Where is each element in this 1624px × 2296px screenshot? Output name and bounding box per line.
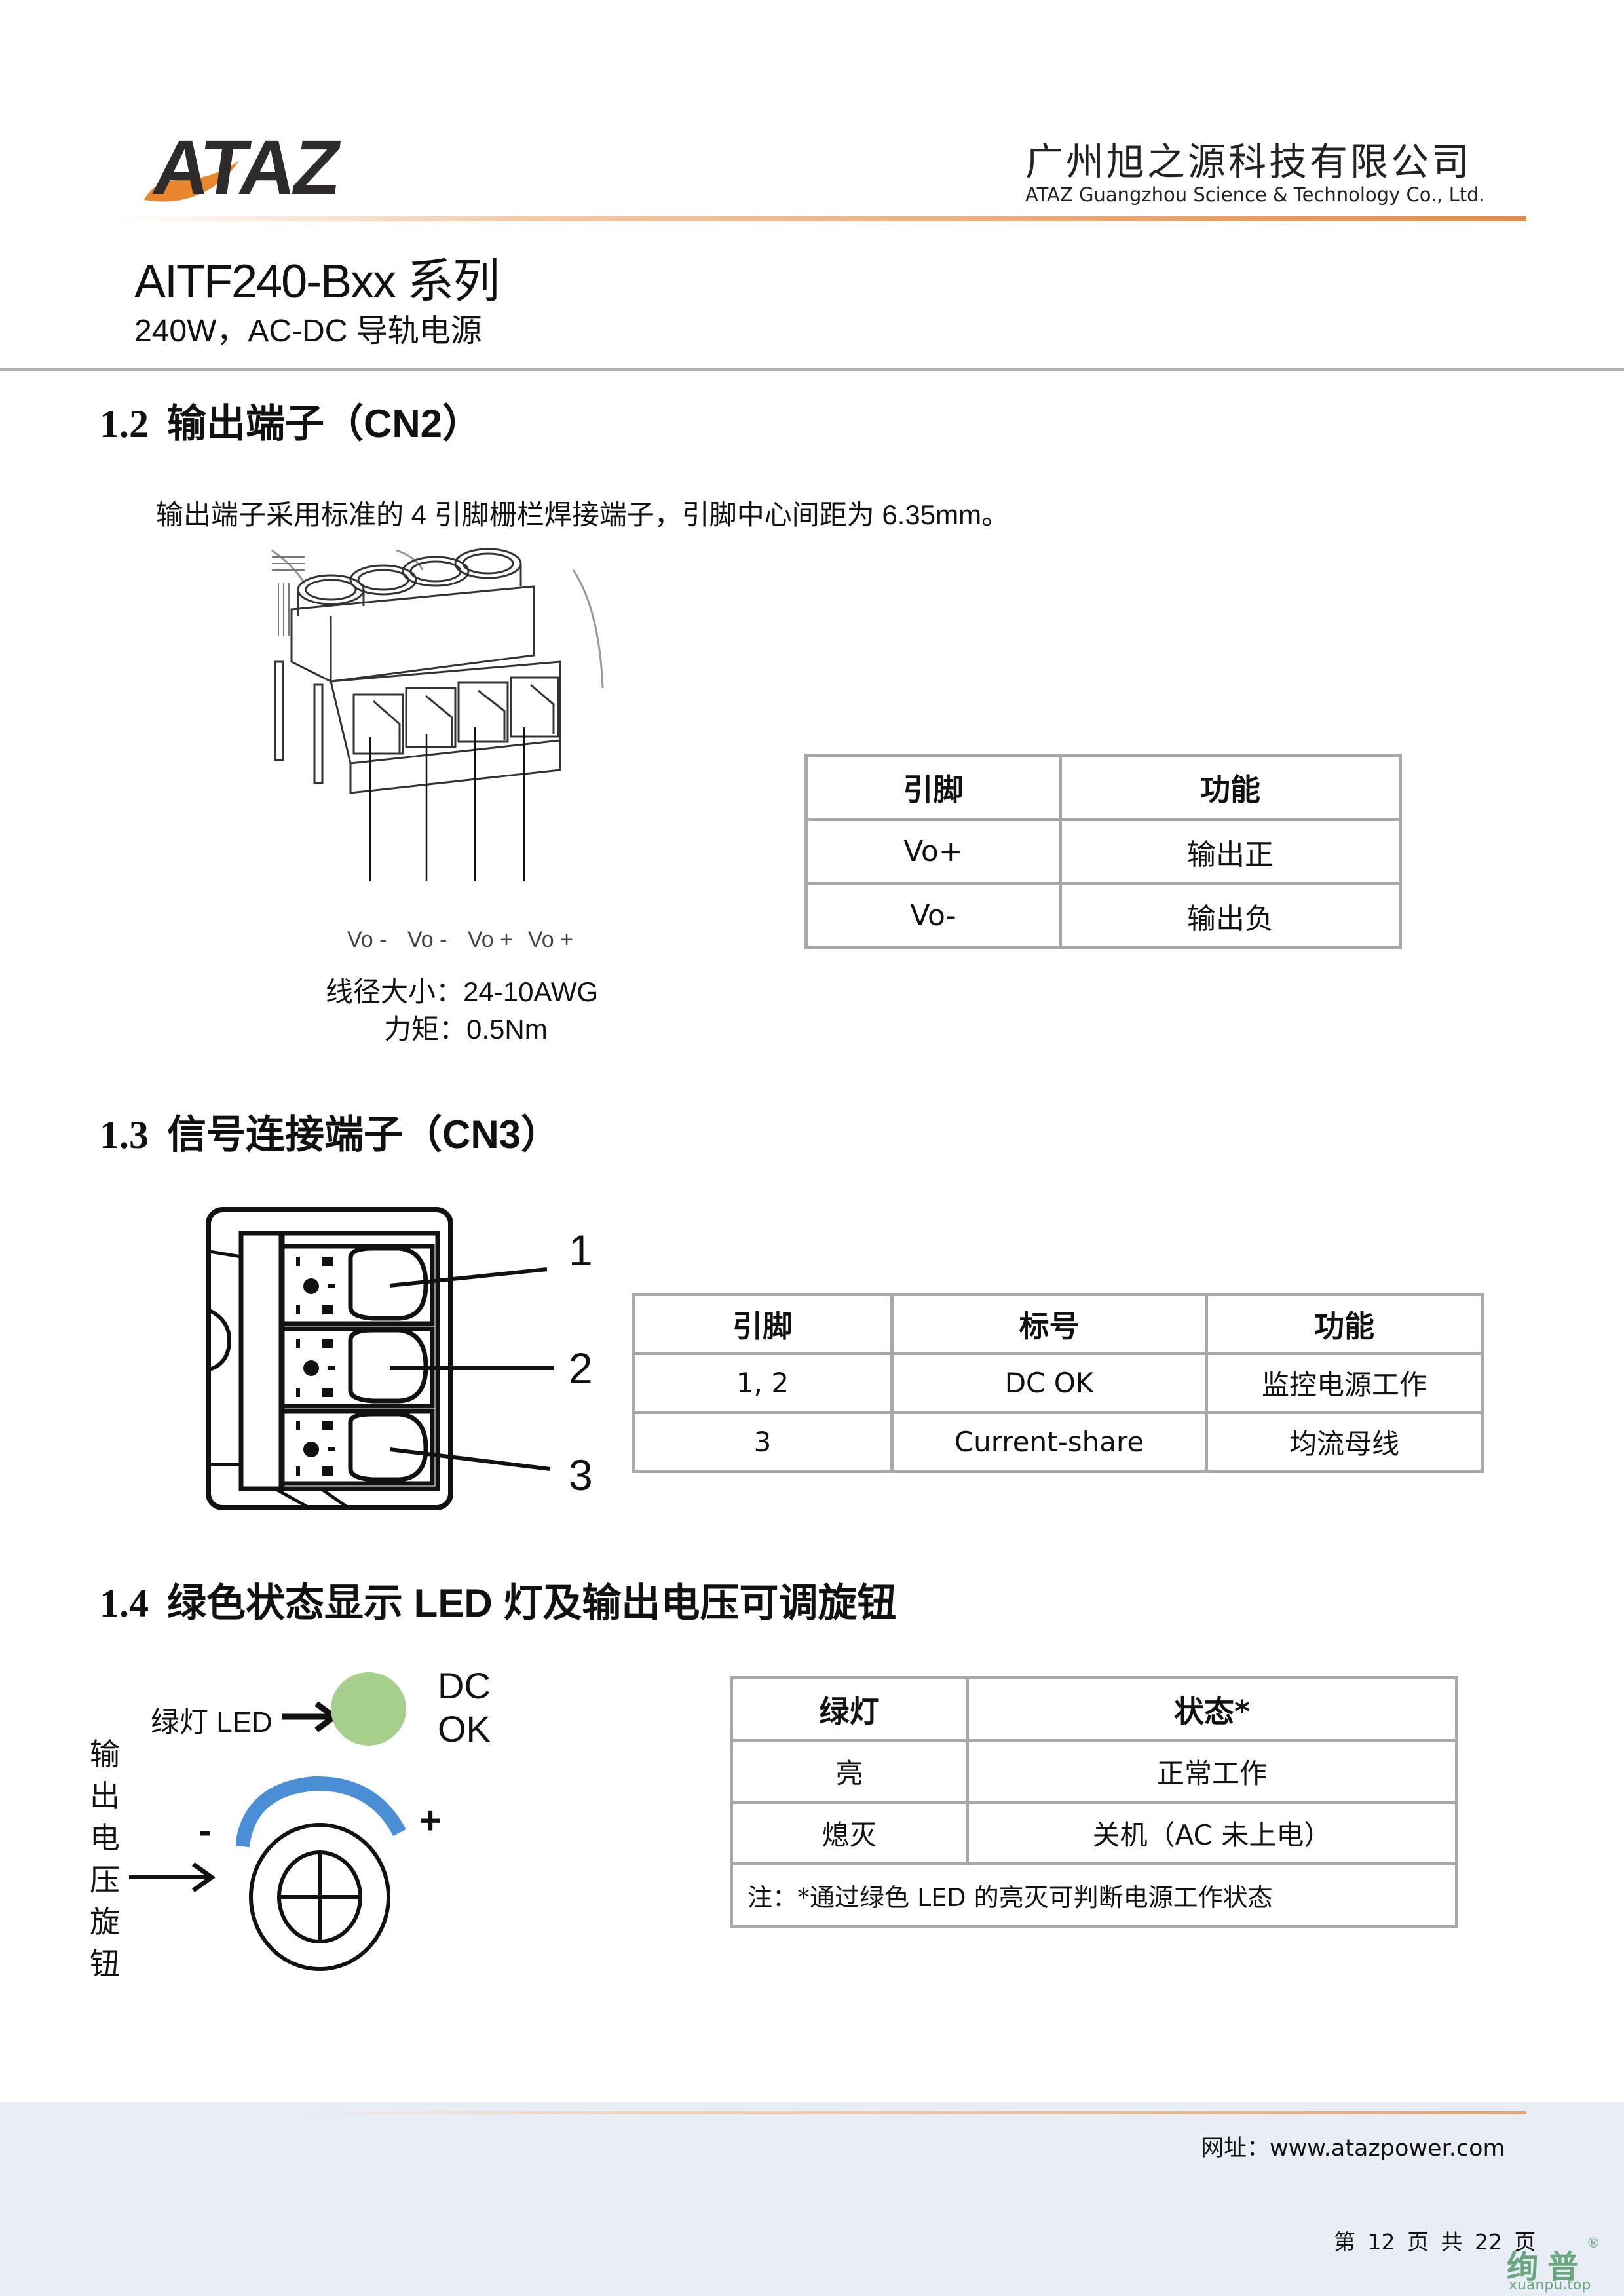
table-cell: Current-share bbox=[890, 1411, 1208, 1473]
title-divider bbox=[0, 368, 1624, 371]
label-char: 出 bbox=[90, 1779, 120, 1813]
pin-label: Vo + bbox=[528, 927, 574, 952]
footer-divider bbox=[282, 2111, 1526, 2114]
table-cell: DC OK bbox=[890, 1352, 1208, 1414]
green-led-indicator bbox=[331, 1672, 406, 1746]
dc-ok-line-1: DC bbox=[438, 1665, 491, 1706]
arrow-right-icon bbox=[129, 1862, 216, 1892]
footer-background bbox=[0, 2102, 1624, 2296]
footer-website: 网址：www.atazpower.com bbox=[1201, 2135, 1505, 2162]
table-cell: 1, 2 bbox=[632, 1352, 894, 1414]
voltage-adjust-knob-icon[interactable] bbox=[236, 1769, 419, 1985]
table-cell: Vo+ bbox=[804, 818, 1062, 885]
wire-gauge-label: 线径大小： bbox=[326, 976, 464, 1007]
pin-label: Vo - bbox=[407, 927, 447, 952]
table-note: 注：*通过绿色 LED 的亮灭可判断电源工作状态 bbox=[730, 1862, 1458, 1928]
header-divider bbox=[105, 216, 1526, 221]
table-cell: 熄灭 bbox=[730, 1801, 969, 1866]
table-row: 1, 2 DC OK 监控电源工作 bbox=[632, 1352, 1484, 1414]
table-header-row: 引脚 功能 bbox=[804, 754, 1402, 821]
terminal-block-drawing-icon bbox=[271, 548, 604, 881]
pin-label: Vo - bbox=[347, 927, 387, 952]
section-title: 绿色状态显示 LED 灯及输出电压可调旋钮 bbox=[167, 1581, 897, 1625]
section-heading-1-2: 1.2 输出端子（CN2） bbox=[100, 392, 482, 449]
torque-spec: 力矩：0.5Nm bbox=[384, 1007, 548, 1047]
wire-gauge-value: 24-10AWG bbox=[463, 976, 599, 1007]
pin-number-3: 3 bbox=[569, 1451, 593, 1499]
section-number: 1.2 bbox=[100, 402, 149, 446]
section-number: 1.4 bbox=[100, 1582, 149, 1625]
company-name-en: ATAZ Guangzhou Science & Technology Co.,… bbox=[1025, 183, 1485, 206]
section-title: 输出端子（CN2） bbox=[167, 402, 482, 446]
table-row: Vo- 输出负 bbox=[804, 882, 1402, 949]
cn2-pin-labels: Vo - Vo - Vo + Vo + bbox=[347, 927, 588, 953]
knob-vertical-label: 输 出 电 压 旋 钮 bbox=[85, 1733, 124, 1985]
page-number: 第 12 页 共 22 页 bbox=[1334, 2229, 1536, 2255]
table-row: 3 Current-share 均流母线 bbox=[632, 1411, 1484, 1473]
signal-connector-drawing-icon bbox=[206, 1207, 554, 1510]
wire-gauge-spec: 线径大小：24-10AWG bbox=[326, 970, 598, 1010]
table-cell: 关机（AC 未上电） bbox=[966, 1801, 1458, 1866]
cn3-connector-figure bbox=[203, 1206, 609, 1514]
led-label: 绿灯 LED bbox=[151, 1706, 273, 1738]
table-cell: 输出正 bbox=[1059, 818, 1402, 885]
product-title: AITF240-Bxx 系列 bbox=[134, 256, 500, 308]
header-cell: 功能 bbox=[1059, 754, 1402, 821]
logo-swoosh-icon bbox=[144, 161, 239, 202]
dc-ok-line-2: OK bbox=[438, 1708, 491, 1750]
table-note-row: 注：*通过绿色 LED 的亮灭可判断电源工作状态 bbox=[730, 1862, 1458, 1928]
table-cell: 正常工作 bbox=[966, 1739, 1458, 1804]
watermark-url: xuanpu.top bbox=[1509, 2277, 1591, 2293]
label-char: 输 bbox=[90, 1737, 120, 1771]
dc-ok-label: DC OK bbox=[438, 1664, 491, 1751]
ataz-logo: ATAZ bbox=[141, 124, 357, 211]
section-heading-1-3: 1.3 信号连接端子（CN3） bbox=[100, 1103, 560, 1160]
led-status-table: 绿灯 状态* 亮 正常工作 熄灭 关机（AC 未上电） 注：*通过绿色 LED … bbox=[730, 1676, 1458, 1928]
header-cell: 引脚 bbox=[632, 1293, 894, 1355]
label-char: 电 bbox=[90, 1821, 120, 1855]
label-char: 旋 bbox=[90, 1905, 120, 1939]
table-cell: 3 bbox=[632, 1411, 894, 1473]
header-cell: 标号 bbox=[890, 1293, 1208, 1355]
header-cell: 引脚 bbox=[804, 754, 1062, 821]
table-cell: Vo- bbox=[804, 882, 1062, 949]
table-cell: 监控电源工作 bbox=[1205, 1352, 1484, 1414]
section-heading-1-4: 1.4 绿色状态显示 LED 灯及输出电压可调旋钮 bbox=[100, 1571, 896, 1628]
pin-number-1: 1 bbox=[569, 1226, 593, 1274]
torque-value: 0.5Nm bbox=[466, 1014, 548, 1044]
product-subtitle: 240W，AC-DC 导轨电源 bbox=[134, 314, 482, 349]
header-cell: 状态* bbox=[966, 1676, 1458, 1742]
cn3-pin-table: 引脚 标号 功能 1, 2 DC OK 监控电源工作 3 Current-sha… bbox=[632, 1293, 1484, 1473]
table-row: Vo+ 输出正 bbox=[804, 818, 1402, 885]
table-row: 熄灭 关机（AC 未上电） bbox=[730, 1801, 1458, 1866]
table-row: 亮 正常工作 bbox=[730, 1739, 1458, 1804]
pin-number-2: 2 bbox=[569, 1344, 593, 1392]
section-number: 1.3 bbox=[100, 1113, 149, 1157]
cn2-terminal-figure bbox=[265, 544, 606, 911]
pin-label: Vo + bbox=[468, 927, 514, 952]
table-header-row: 绿灯 状态* bbox=[730, 1676, 1458, 1742]
label-char: 钮 bbox=[90, 1947, 120, 1981]
header-cell: 功能 bbox=[1205, 1293, 1484, 1355]
cn2-pin-table: 引脚 功能 Vo+ 输出正 Vo- 输出负 bbox=[804, 754, 1402, 949]
watermark-logo: 绚普 bbox=[1507, 2249, 1589, 2286]
company-name-cn: 广州旭之源科技有限公司 bbox=[1025, 140, 1473, 184]
table-header-row: 引脚 标号 功能 bbox=[632, 1293, 1484, 1355]
section-title: 信号连接端子（CN3） bbox=[167, 1113, 561, 1157]
table-cell: 亮 bbox=[730, 1739, 969, 1804]
watermark-registered-icon: ® bbox=[1588, 2234, 1599, 2251]
header-cell: 绿灯 bbox=[730, 1676, 969, 1742]
knob-plus-label: + bbox=[419, 1799, 442, 1842]
cn2-description: 输出端子采用标准的 4 引脚栅栏焊接端子，引脚中心间距为 6.35mm。 bbox=[156, 499, 1010, 530]
label-char: 压 bbox=[90, 1863, 120, 1897]
table-cell: 输出负 bbox=[1059, 882, 1402, 949]
table-cell: 均流母线 bbox=[1205, 1411, 1484, 1473]
torque-label: 力矩： bbox=[384, 1014, 467, 1044]
knob-minus-label: - bbox=[198, 1809, 212, 1852]
logo-text: ATAZ bbox=[147, 124, 345, 211]
